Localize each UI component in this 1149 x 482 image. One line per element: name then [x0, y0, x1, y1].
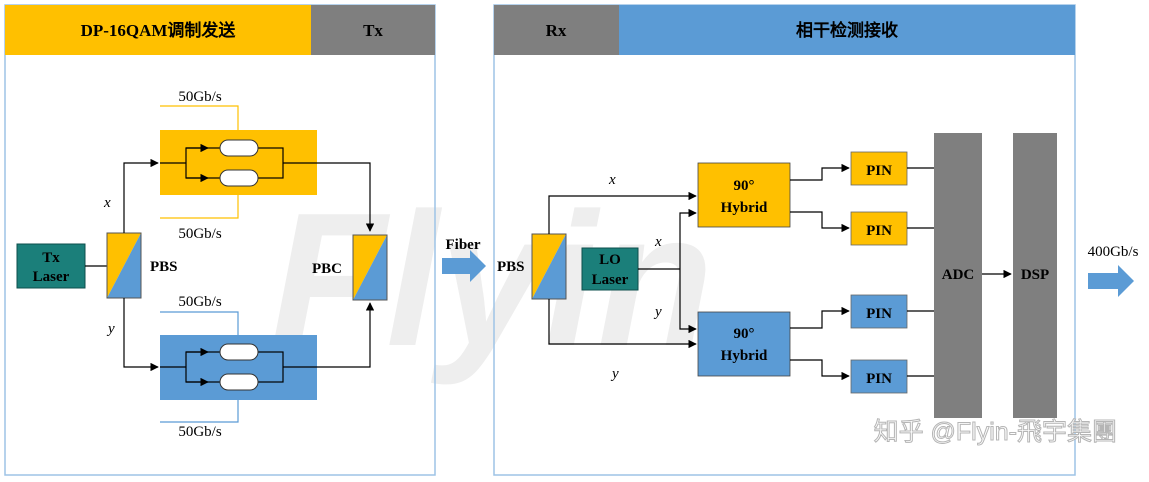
lo-y-arrow: [679, 269, 697, 334]
pin-4: [850, 359, 908, 394]
rx-x-label-top: x: [608, 172, 616, 188]
tx-laser-line1: Tx: [42, 250, 60, 266]
mzm-bottom-upper: [219, 343, 259, 361]
rx-header-title: 相干检测接收: [796, 20, 898, 40]
tx-branch-y-arrow: [123, 298, 159, 372]
hybrid-bottom: [697, 311, 791, 377]
pin-3: [850, 294, 908, 329]
rx-x-label-lo: x: [654, 234, 662, 250]
pin-2: [850, 211, 908, 246]
tx-x-label: x: [103, 195, 111, 211]
rx-header-tag: Rx: [546, 21, 567, 40]
rate-top-upper: 50Gb/s: [178, 89, 222, 105]
lo-x-arrow: [679, 208, 697, 269]
tx-header-title: DP-16QAM调制发送: [81, 20, 237, 40]
tx-header-tag: Tx: [363, 21, 383, 40]
rate-lead-bottom-lower: [160, 400, 239, 423]
hybrid-bottom-to-pin4: [790, 359, 850, 381]
rx-pbs-x-arrow: [548, 191, 697, 234]
tx-header-bar: [5, 5, 311, 55]
lo-laser-line1: LO: [599, 252, 621, 268]
rx-pbs-blue: [532, 234, 566, 299]
tx-laser-box: [16, 243, 86, 289]
hybrid-bottom-line1: 90°: [734, 326, 755, 342]
hybrid-top-to-pin2: [790, 211, 850, 233]
tx-pbs-label: PBS: [150, 259, 178, 275]
adc-block: [934, 133, 982, 418]
adc-label: ADC: [942, 267, 975, 283]
hybrid-bottom-line2: Hybrid: [721, 348, 768, 364]
hybrid-top: [697, 162, 791, 228]
fiber-arrow: [442, 250, 486, 282]
hybrid-top-to-pin1: [790, 163, 850, 181]
tx-y-label: y: [106, 321, 115, 337]
hybrid-bottom-to-pin3: [790, 306, 850, 329]
lo-laser-box: [581, 247, 639, 291]
rx-y-label-lo: y: [653, 304, 662, 320]
rate-top-lower: 50Gb/s: [178, 226, 222, 242]
rx-pbs: [531, 233, 567, 300]
tx-pbc-outline: [352, 234, 388, 301]
watermark-credit: 知乎 @Flyin-飛宇集團: [874, 418, 1117, 446]
output-link: 400Gb/s: [1088, 244, 1139, 297]
rx-y-label-bottom: y: [610, 366, 619, 382]
tx-pbs-blue: [107, 233, 141, 298]
rx-pbs-y-arrow: [548, 299, 697, 349]
pin-2-label: PIN: [866, 223, 892, 239]
mzm-bottom-lower: [219, 373, 259, 391]
dsp-label: DSP: [1021, 267, 1049, 283]
tx-pbc: [352, 234, 388, 301]
hybrid-top-line2: Hybrid: [721, 200, 768, 216]
tx-laser-line2: Laser: [33, 269, 70, 285]
mzm-top-upper: [219, 139, 259, 157]
rate-bottom-upper: 50Gb/s: [178, 294, 222, 310]
rx-pbs-label: PBS: [497, 259, 525, 275]
iq-modulator-x: [160, 105, 317, 219]
mod-x-to-pbc-arrow: [317, 162, 375, 232]
output-rate-label: 400Gb/s: [1088, 244, 1139, 260]
pin-4-label: PIN: [866, 371, 892, 387]
pin-3-label: PIN: [866, 306, 892, 322]
dsp-block: [1013, 133, 1057, 418]
tx-pbs: [106, 232, 142, 299]
hybrid-top-line1: 90°: [734, 178, 755, 194]
rate-lead-top-lower: [160, 195, 239, 219]
rate-lead-bottom-upper: [160, 311, 239, 335]
tx-tag-bar: [311, 5, 435, 55]
rx-header-bar: [619, 5, 1075, 55]
rx-tag-bar: [494, 5, 619, 55]
tx-pbc-blue: [353, 235, 387, 300]
tx-panel: DP-16QAM调制发送 Tx Tx Laser PBS x y: [4, 4, 436, 476]
rx-panel: Rx 相干检测接收 PBS x y LO Laser x y 90° Hybri…: [493, 4, 1076, 476]
watermark-diagonal: Flyin: [270, 174, 713, 386]
fiber-label: Fiber: [446, 237, 481, 253]
fiber-link: Fiber: [442, 237, 486, 282]
output-arrow: [1088, 265, 1134, 297]
lo-laser-line2: Laser: [592, 272, 629, 288]
tx-branch-x-arrow: [123, 158, 159, 233]
rate-lead-top-upper: [160, 105, 239, 130]
iq-modulator-y: [160, 311, 317, 423]
mod-y-to-pbc-arrow: [317, 302, 375, 368]
pin-1-label: PIN: [866, 163, 892, 179]
rate-bottom-lower: 50Gb/s: [178, 424, 222, 440]
tx-pbc-label: PBC: [312, 261, 342, 277]
mzm-top-lower: [219, 169, 259, 187]
